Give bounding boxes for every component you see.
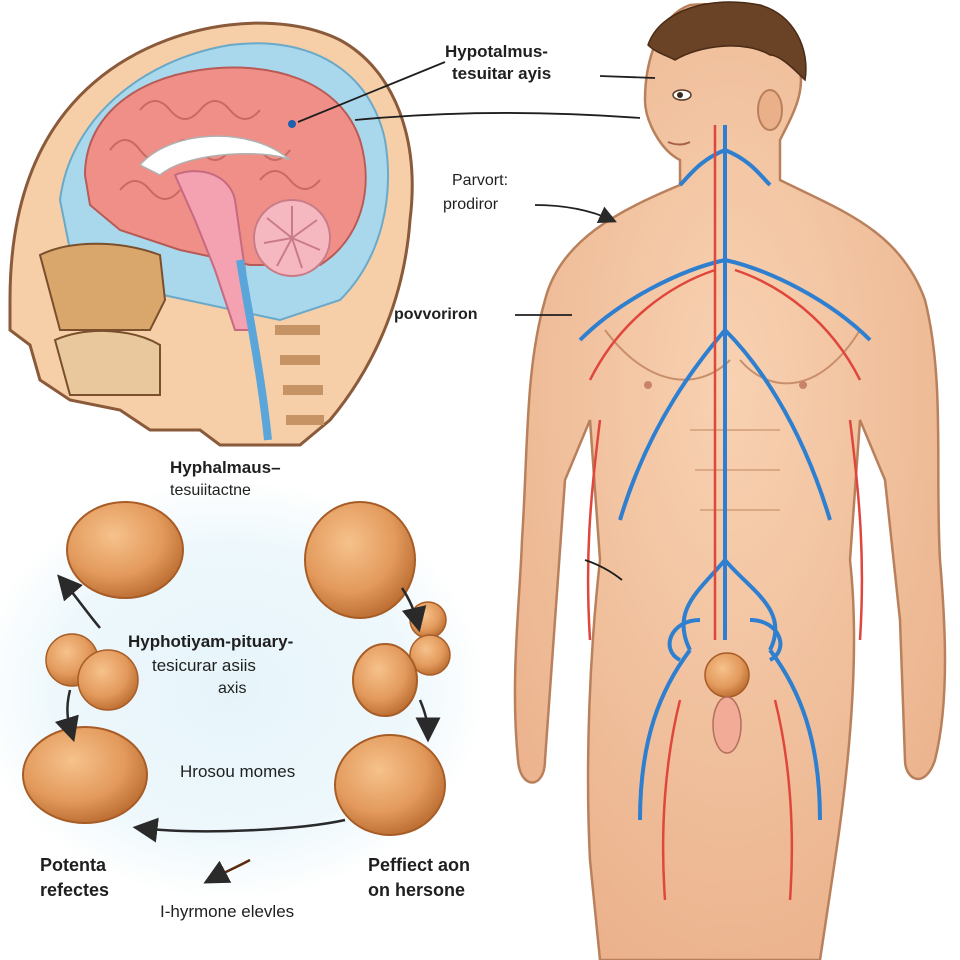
brainstem [173, 170, 252, 331]
nipple-left [644, 381, 652, 389]
nipple-right [799, 381, 807, 389]
arteries [586, 125, 864, 901]
label-povvoriron: povvoriron [394, 306, 478, 323]
ear [757, 89, 783, 131]
label-parvort-2: prodiror [443, 196, 499, 213]
pupil [677, 92, 683, 98]
gland-top-left [66, 501, 184, 599]
cycle-arrow-right-low [415, 699, 441, 743]
label-hyrmone: I-hyrmone elevles [160, 902, 295, 921]
spinal-canal [236, 259, 272, 441]
human-body [513, 1, 947, 960]
label-cycle-center-1: Hyphotiyam-pituary- [128, 632, 294, 651]
cycle-arrow-bottom [132, 817, 346, 843]
label-hyphalmaus-2: tesuiitactne [170, 482, 251, 499]
gland-small-right-b [409, 634, 451, 676]
label-perfect-2: on hersone [368, 880, 466, 900]
veins [578, 125, 872, 821]
cycle-arrow-left-up [57, 574, 101, 629]
vertebrae [275, 325, 324, 425]
body-outline [513, 3, 947, 960]
leader-side [584, 559, 623, 581]
label-perfect-1: Peffiect aon [368, 855, 471, 875]
pituary-marker-dot [288, 120, 296, 128]
leader-hpt-to-brain [297, 61, 446, 123]
cycle-arrow-left-down [54, 689, 79, 743]
corpus-callosum [138, 135, 291, 176]
gland-bottom-right [334, 734, 446, 836]
label-hrosou: Hrosou momes [180, 762, 296, 781]
label-hpt-axis-2: tesuitar ayis [452, 64, 552, 83]
gland-top-right [304, 501, 416, 619]
oral-cavity [53, 330, 161, 396]
hair [647, 1, 807, 82]
label-cycle-center-2: tesicurar asiis [152, 656, 256, 675]
leader-hpt-right [599, 75, 656, 79]
genital [712, 696, 742, 754]
chest-contour [604, 329, 861, 385]
label-hpt-axis-1: Hypotalmus- [445, 42, 548, 61]
nasal-cavity [38, 242, 167, 331]
gland-small-right-a [409, 601, 447, 639]
gland-bottom-left [22, 726, 148, 824]
label-potenta-1: Potenta [40, 855, 107, 875]
label-hyphalmaus-1: Hyphalmaus– [170, 458, 281, 477]
abdomen-contour [690, 429, 780, 511]
mouth [667, 141, 691, 146]
cycle-arrow-right-down [400, 587, 427, 633]
gland-mid-left-b [77, 649, 139, 711]
label-potenta-2: refectes [40, 880, 110, 900]
gland-mid-right [352, 643, 418, 717]
cerebellum-branches [263, 206, 321, 269]
head-cross-section [8, 21, 414, 447]
leader-brain-to-face [354, 112, 641, 121]
cycle-arrow-bottom-right [203, 858, 251, 884]
label-cycle-center-3: axis [218, 680, 247, 697]
label-parvort-1: Parvort: [452, 172, 509, 189]
leader-lines [297, 61, 656, 581]
leader-parvort [534, 204, 617, 223]
feedback-cycle [0, 480, 485, 900]
gland-pelvic [704, 652, 750, 698]
